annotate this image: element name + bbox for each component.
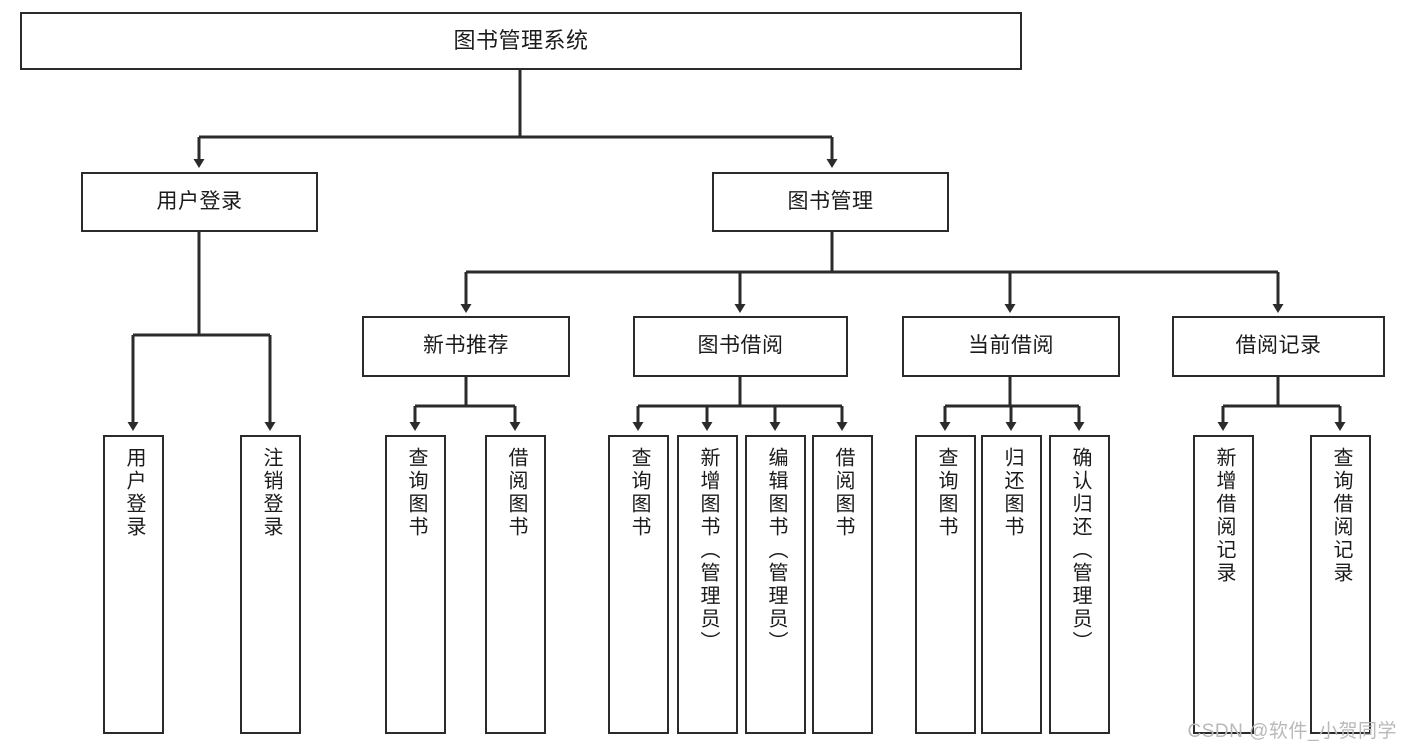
node-label: 查询借阅记录 (1330, 447, 1352, 585)
node-current-borrow[interactable]: 当前借阅 (902, 316, 1120, 377)
node-label: 确认归还（管理员） (1069, 447, 1091, 654)
node-leaf-query-book-current[interactable]: 查询图书 (915, 435, 976, 734)
node-leaf-add-borrow-record[interactable]: 新增借阅记录 (1193, 435, 1254, 734)
node-leaf-borrow-book[interactable]: 借阅图书 (812, 435, 873, 734)
node-label: 编辑图书（管理员） (765, 447, 787, 654)
node-label: 借阅记录 (1235, 334, 1322, 358)
node-leaf-query-book-borrow[interactable]: 查询图书 (608, 435, 669, 734)
node-leaf-edit-book-admin[interactable]: 编辑图书（管理员） (745, 435, 806, 734)
node-new-book-recommend[interactable]: 新书推荐 (362, 316, 570, 377)
node-leaf-query-borrow-record[interactable]: 查询借阅记录 (1310, 435, 1371, 734)
node-leaf-return-book[interactable]: 归还图书 (981, 435, 1042, 734)
node-label: 当前借阅 (968, 334, 1054, 358)
node-leaf-query-book-new[interactable]: 查询图书 (385, 435, 446, 734)
node-label: 图书管理系统 (453, 28, 589, 54)
node-label: 图书借阅 (697, 334, 784, 358)
node-label: 注销登录 (260, 447, 282, 539)
node-leaf-user-login[interactable]: 用户登录 (103, 435, 164, 734)
node-borrow-record[interactable]: 借阅记录 (1172, 316, 1385, 377)
node-label: 图书管理 (787, 189, 874, 213)
node-book-borrow[interactable]: 图书借阅 (633, 316, 848, 377)
node-label: 归还图书 (1001, 447, 1023, 539)
node-book-management-system[interactable]: 图书管理系统 (20, 12, 1022, 70)
node-book-management[interactable]: 图书管理 (712, 172, 949, 232)
node-label: 新书推荐 (423, 334, 509, 358)
node-leaf-confirm-return-admin[interactable]: 确认归还（管理员） (1049, 435, 1110, 734)
node-label: 借阅图书 (832, 447, 854, 539)
node-label: 查询图书 (935, 447, 957, 539)
node-label: 查询图书 (628, 447, 650, 539)
node-label: 新增借阅记录 (1213, 447, 1235, 585)
node-leaf-logout[interactable]: 注销登录 (240, 435, 301, 734)
node-leaf-add-book-admin[interactable]: 新增图书（管理员） (677, 435, 738, 734)
node-label: 借阅图书 (505, 447, 527, 539)
node-label: 用户登录 (123, 447, 145, 539)
node-leaf-borrow-book-new[interactable]: 借阅图书 (485, 435, 546, 734)
node-label: 查询图书 (405, 447, 427, 539)
node-label: 用户登录 (156, 189, 243, 213)
node-user-login[interactable]: 用户登录 (81, 172, 318, 232)
node-label: 新增图书（管理员） (697, 447, 719, 654)
